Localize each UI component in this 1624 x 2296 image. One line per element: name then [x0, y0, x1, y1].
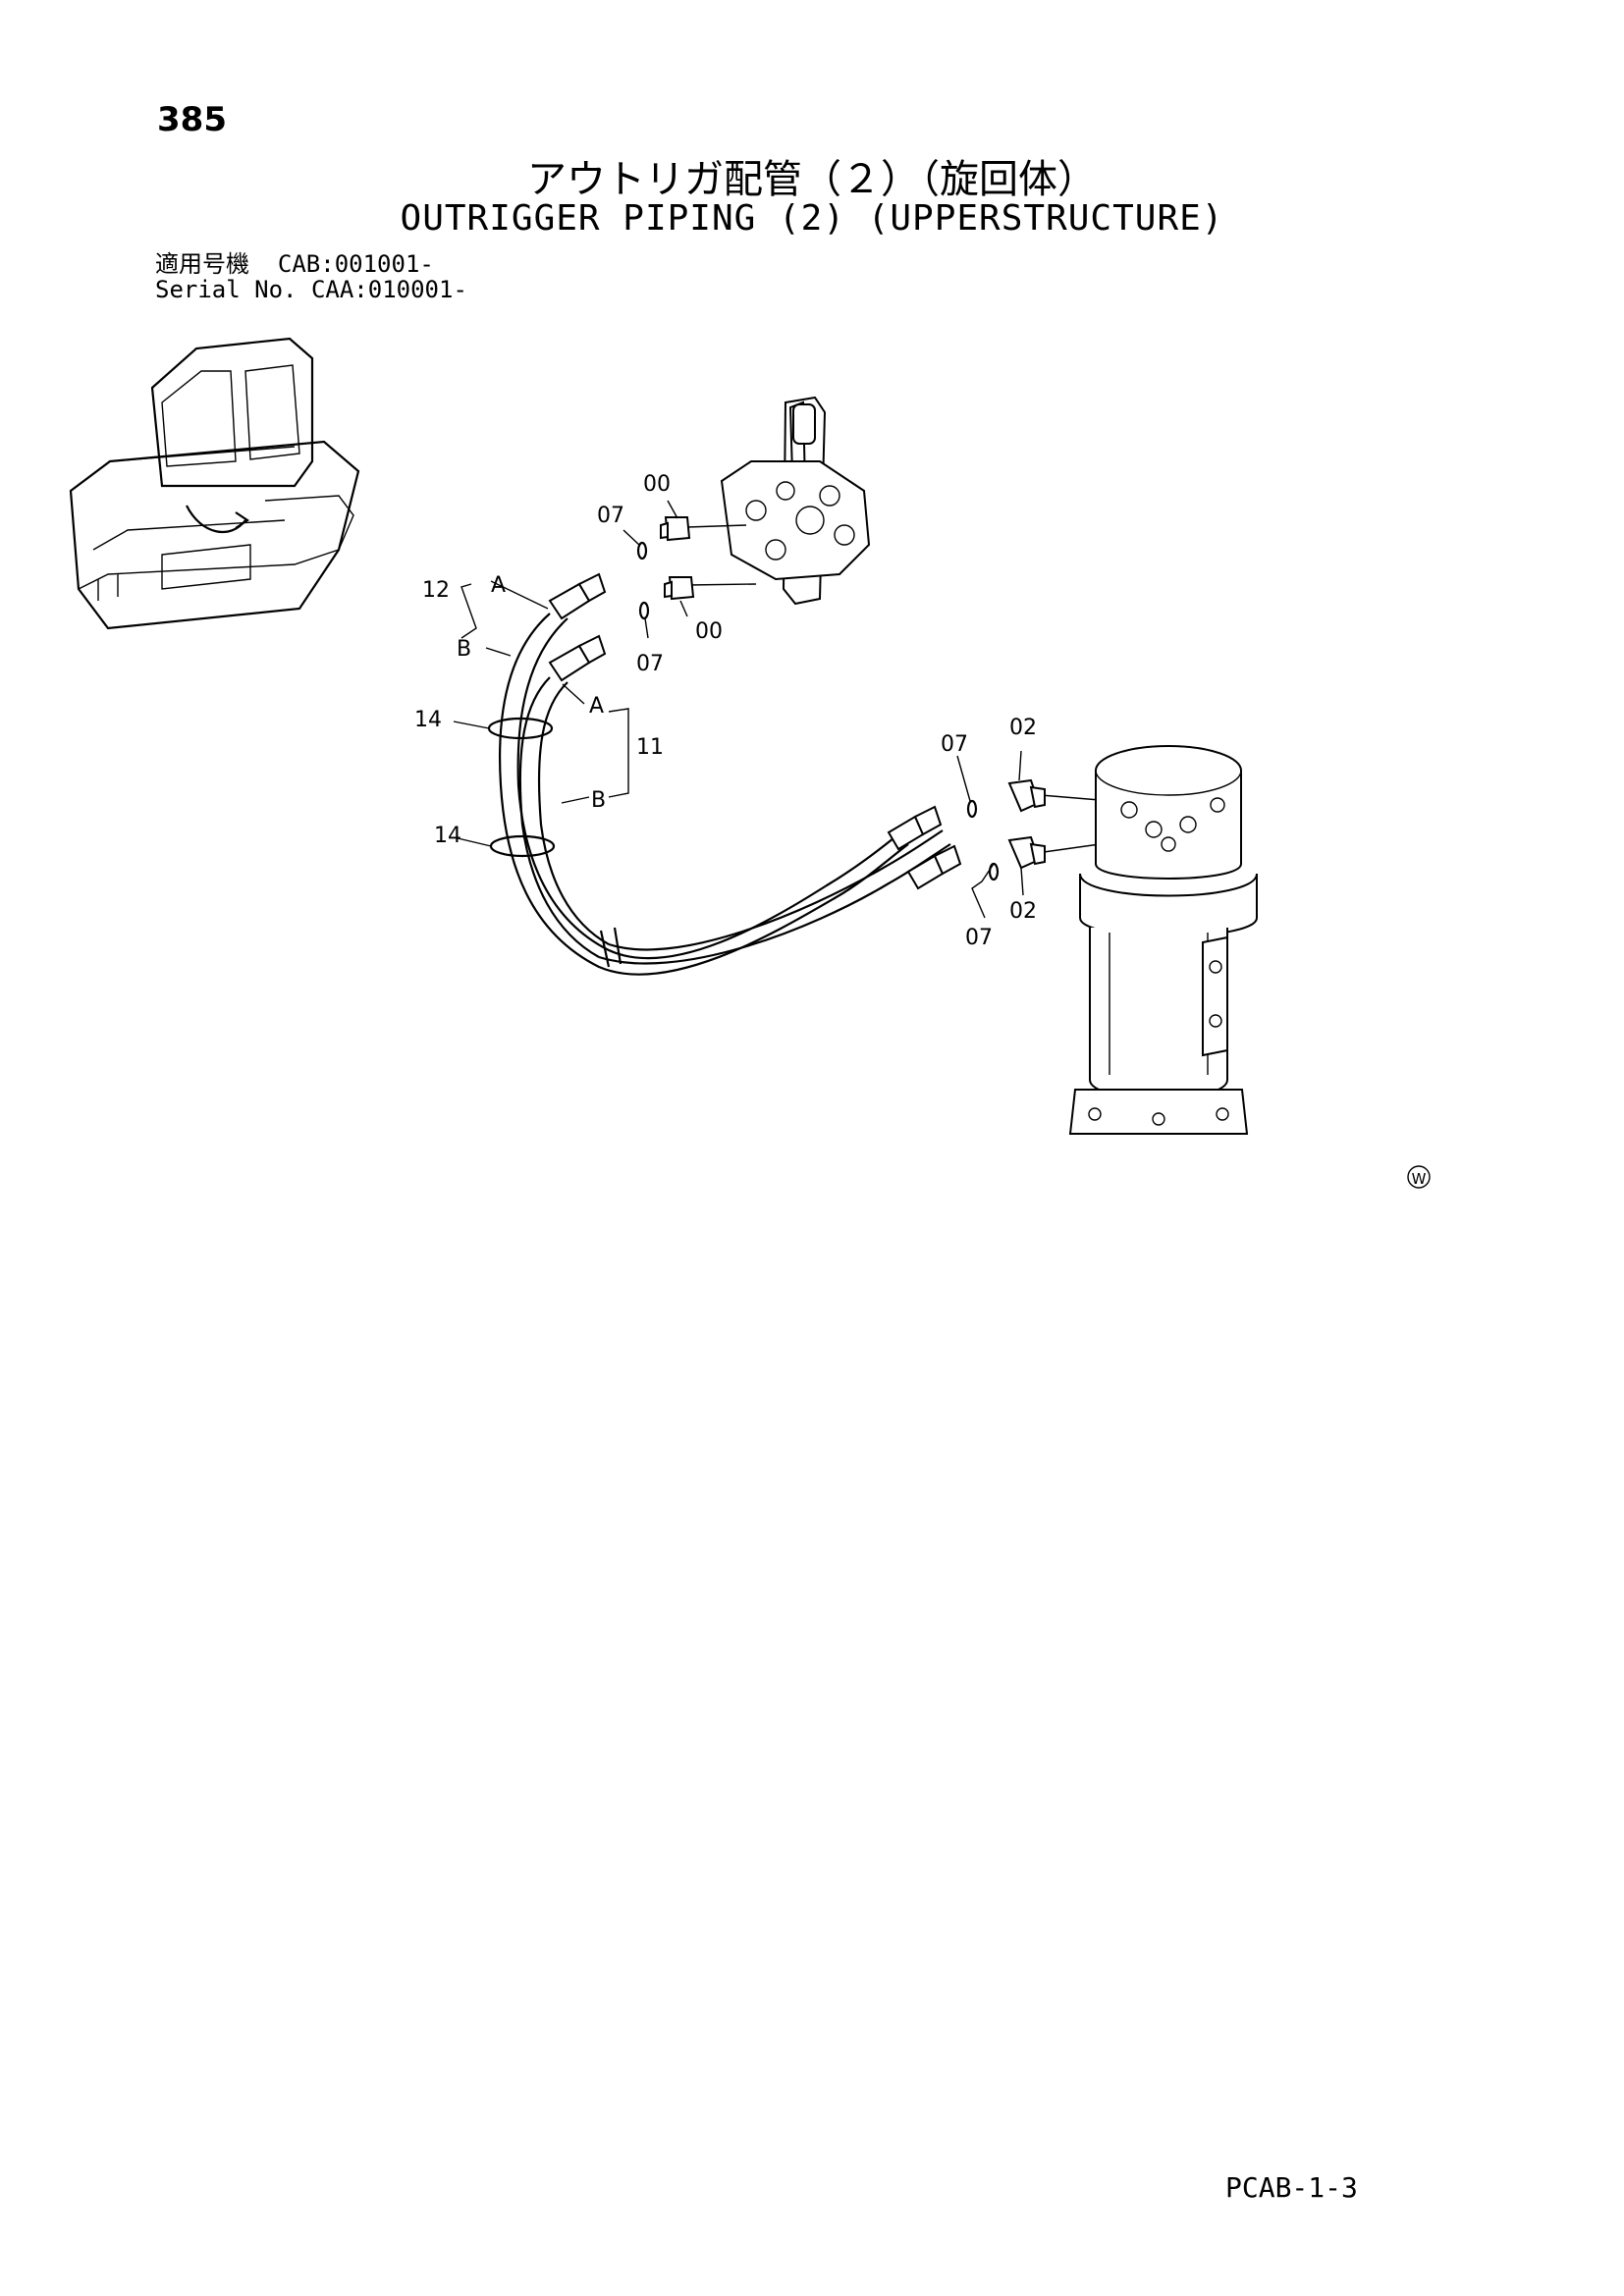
- callout-11-a: A: [589, 694, 604, 719]
- title-english: OUTRIGGER PIPING (2) (UPPERSTRUCTURE): [400, 198, 1224, 239]
- callout-02-top: 02: [1009, 716, 1037, 740]
- callout-07-top: 07: [597, 504, 624, 528]
- serial-block: 適用号機 CAB:001001- Serial No. CAA:010001-: [155, 251, 467, 302]
- callout-12-a: A: [491, 573, 506, 598]
- callout-11-b: B: [591, 788, 606, 813]
- serial-label-1: 適用号機: [155, 250, 249, 278]
- callout-12: 12: [422, 578, 450, 603]
- mark-letter: W: [1412, 1170, 1427, 1188]
- callout-07-mid: 07: [636, 652, 664, 676]
- callout-14-top: 14: [414, 708, 442, 732]
- callout-labels: 00 07 00 07 12 A B 14 A 11 B 14 07 02 02…: [414, 472, 1037, 950]
- leader-lines: [453, 500, 1024, 919]
- serial-value-2: CAA:010001-: [310, 276, 467, 303]
- callout-02-bottom: 02: [1009, 899, 1037, 924]
- callout-12-b: B: [457, 637, 471, 662]
- lower-fittings: [966, 778, 1101, 881]
- callout-14-bottom: 14: [434, 824, 461, 848]
- excavator-overview-icon: [69, 337, 360, 630]
- circled-w-mark: W: [1407, 1165, 1431, 1189]
- callout-11: 11: [636, 735, 664, 760]
- title-japanese: アウトリガ配管（２）（旋回体）: [527, 157, 1097, 202]
- document-code: PCAB-1-3: [1225, 2171, 1358, 2204]
- upper-fittings: [636, 516, 757, 620]
- callout-00-mid: 00: [695, 619, 723, 644]
- serial-value-1: CAB:001001-: [277, 250, 434, 278]
- serial-label-2: Serial No.: [155, 276, 298, 303]
- callout-00-top: 00: [643, 472, 671, 497]
- page-number: 385: [157, 100, 227, 139]
- serial-row-1: 適用号機 CAB:001001-: [155, 251, 467, 277]
- callout-07-right-bottom: 07: [965, 926, 993, 950]
- swivel-joint: [1068, 745, 1258, 1135]
- control-valve: [720, 396, 871, 606]
- hose-assembly: [498, 572, 962, 976]
- callout-07-right-top: 07: [941, 732, 968, 757]
- serial-row-2: Serial No. CAA:010001-: [155, 277, 467, 302]
